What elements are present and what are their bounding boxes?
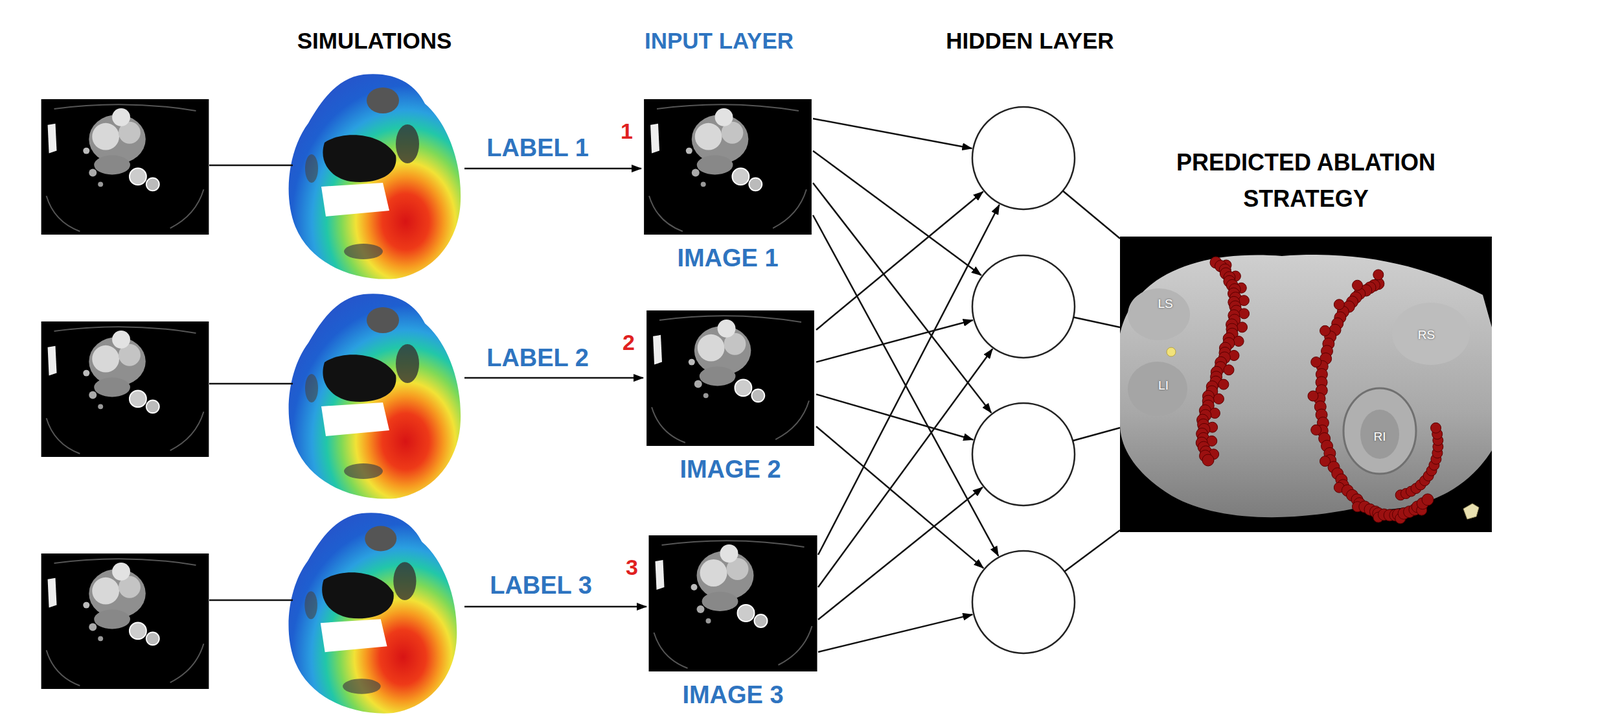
simulation-map — [288, 293, 462, 499]
input-image: 1IMAGE 1 — [642, 99, 813, 235]
input-image — [643, 99, 812, 235]
anatomy-label: RI — [1373, 429, 1387, 444]
illustration-part — [1195, 256, 1444, 524]
ct-image — [41, 553, 210, 689]
column-header: INPUT LAYER — [644, 27, 794, 54]
lesion-dot — [1320, 325, 1331, 336]
leader-line — [209, 599, 293, 602]
lesion-dot — [1202, 454, 1214, 466]
lesion-dot — [1213, 393, 1224, 404]
lesion-dot — [1421, 493, 1434, 506]
network-arrow — [812, 118, 972, 149]
callout-number: 2 — [622, 329, 635, 355]
lesion-dot — [1311, 424, 1322, 435]
illustration-part — [1127, 288, 1190, 341]
input-image — [649, 535, 818, 672]
lesion-dot — [1333, 299, 1345, 310]
lesion-dot — [1237, 321, 1248, 333]
lesion-dot — [1373, 269, 1384, 280]
hidden-neuron — [972, 402, 1075, 506]
network-arrow — [818, 348, 993, 587]
lesion-dot — [1311, 356, 1322, 368]
illustration-part — [1343, 388, 1417, 474]
lesion-dot — [1430, 422, 1442, 433]
illustration-part — [209, 118, 1120, 652]
network-line — [1072, 427, 1120, 441]
input-image: 3IMAGE 3 — [647, 535, 819, 672]
ct-image — [41, 99, 210, 235]
illustration-part — [1392, 302, 1470, 365]
network-line — [1073, 317, 1120, 328]
callout-number: 1 — [620, 118, 633, 144]
image-caption: IMAGE 3 — [682, 680, 784, 709]
network-arrow — [816, 393, 973, 440]
output-heading: PREDICTED ABLATION STRATEGY — [1131, 144, 1481, 218]
hidden-neuron — [972, 106, 1075, 210]
simulation-map — [288, 73, 462, 279]
column-header: HIDDEN LAYER — [945, 27, 1114, 54]
image-caption: IMAGE 1 — [676, 244, 778, 273]
lesion-dot — [1239, 308, 1250, 319]
lesion-dot — [1307, 390, 1319, 401]
lesion-dot — [1352, 279, 1363, 291]
network-arrow — [818, 614, 973, 652]
ct-image — [41, 321, 210, 457]
network-arrow — [816, 320, 973, 363]
anatomy-label: LS — [1157, 296, 1173, 311]
illustration-part — [1127, 361, 1188, 416]
arrow-label: LABEL 3 — [489, 571, 593, 600]
ablation-map — [1120, 236, 1492, 532]
illustration-part — [1166, 347, 1176, 357]
network-arrow — [818, 204, 1000, 555]
illustration-part — [1120, 254, 1492, 517]
network-line — [1064, 529, 1120, 572]
label-arrow — [464, 605, 647, 608]
output-image: PREDICTED ABLATION STRATEGY — [1120, 236, 1492, 532]
leader-line — [209, 164, 293, 167]
arrow-label: LABEL 1 — [486, 134, 589, 162]
input-image: 2IMAGE 2 — [644, 310, 817, 446]
lesion-dot — [1233, 335, 1244, 346]
network-line — [1062, 191, 1120, 239]
network-arrow — [816, 191, 984, 330]
callout-number: 3 — [625, 554, 639, 580]
illustration-part — [1463, 503, 1479, 519]
input-image — [646, 310, 815, 446]
illustration-part — [1360, 409, 1400, 459]
simulation-map — [288, 512, 457, 714]
illustration-part — [1120, 236, 1492, 532]
label-arrow — [464, 167, 642, 170]
anatomy-label: LI — [1158, 378, 1169, 393]
label-arrow — [464, 377, 644, 379]
network-arrow — [818, 487, 983, 620]
hidden-neuron — [972, 550, 1075, 653]
image-caption: IMAGE 2 — [679, 455, 781, 484]
lesion-dot — [1218, 378, 1229, 390]
hidden-neuron — [972, 255, 1075, 358]
network-arrow — [816, 426, 984, 569]
lesion-dot — [1223, 364, 1235, 376]
arrow-label: LABEL 2 — [486, 343, 589, 372]
leader-line — [209, 382, 293, 385]
column-header: SIMULATIONS — [297, 27, 453, 54]
anatomy-label: RS — [1417, 327, 1435, 343]
illustration-part — [972, 106, 1075, 653]
